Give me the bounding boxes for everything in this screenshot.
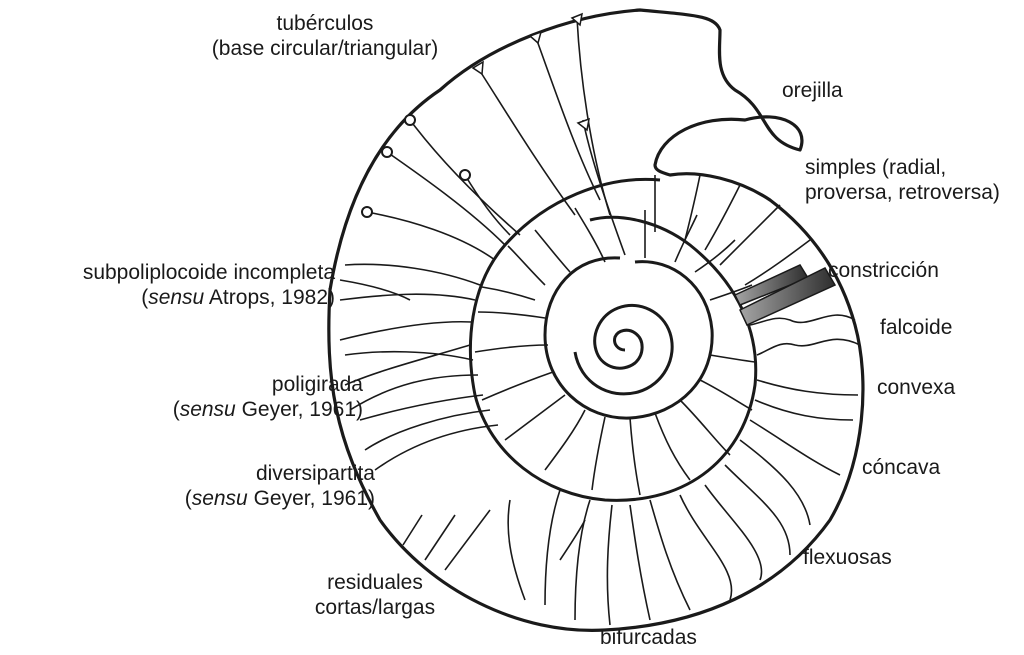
label-simples-line1: simples (radial, <box>805 155 1000 180</box>
label-diversipartita-line2: (sensu Geyer, 1961) <box>120 486 375 511</box>
label-tuberculos: tubérculos (base circular/triangular) <box>180 11 470 61</box>
middle-whorl-ribs <box>475 208 755 495</box>
label-bifurcadas: bifurcadas <box>600 625 697 650</box>
label-tuberculos-line1: tubérculos <box>180 11 470 36</box>
label-subpoliplocoide: subpoliplocoide incompleta (sensu Atrops… <box>10 260 335 310</box>
label-convexa: convexa <box>877 375 955 400</box>
label-poligirada-line2: (sensu Geyer, 1961) <box>100 397 363 422</box>
circular-tubercles <box>362 115 470 217</box>
label-poligirada: poligirada (sensu Geyer, 1961) <box>100 372 363 422</box>
label-orejilla: orejilla <box>782 78 843 103</box>
label-residuales-line2: cortas/largas <box>285 595 465 620</box>
label-residuales-line1: residuales <box>285 570 465 595</box>
label-simples: simples (radial, proversa, retroversa) <box>805 155 1000 205</box>
label-subpoliplocoide-line1: subpoliplocoide incompleta <box>10 260 335 285</box>
label-tuberculos-line2: (base circular/triangular) <box>180 36 470 61</box>
label-diversipartita: diversipartita (sensu Geyer, 1961) <box>120 461 375 511</box>
label-flexuosas: flexuosas <box>803 545 892 570</box>
label-subpoliplocoide-line2: (sensu Atrops, 1982) <box>10 285 335 310</box>
label-falcoide: falcoide <box>880 315 952 340</box>
label-poligirada-line1: poligirada <box>100 372 363 397</box>
outer-whorl-outline <box>329 10 863 630</box>
label-constriccion: constricción <box>828 258 939 283</box>
label-residuales: residuales cortas/largas <box>285 570 465 620</box>
triangular-tubercles <box>473 14 589 130</box>
central-spiral <box>575 306 672 394</box>
label-diversipartita-line1: diversipartita <box>120 461 375 486</box>
label-concava: cóncava <box>862 455 940 480</box>
constriction-bands <box>735 265 835 325</box>
label-simples-line2: proversa, retroversa) <box>805 180 1000 205</box>
